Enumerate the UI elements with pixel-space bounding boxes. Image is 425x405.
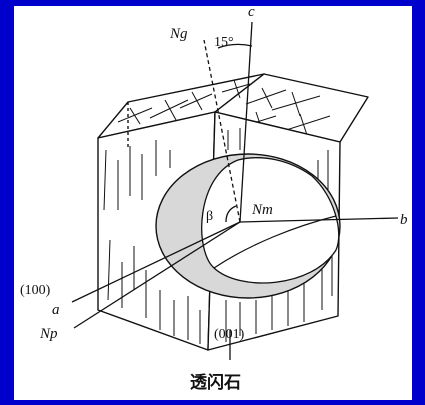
indicatrix-ellipsoid [156, 154, 340, 298]
label-c: c [248, 4, 255, 20]
label-ng: Ng [169, 26, 188, 42]
label-face-100: (100) [20, 283, 51, 298]
caption-mineral-name: 透闪石 [190, 372, 241, 393]
label-angle: 15° [214, 35, 234, 50]
label-b: b [400, 212, 408, 228]
label-nm: Nm [251, 202, 273, 218]
label-beta: β [206, 209, 213, 224]
label-np: Np [39, 326, 58, 342]
label-a: a [52, 302, 60, 318]
label-face-001: (001) [214, 327, 245, 342]
